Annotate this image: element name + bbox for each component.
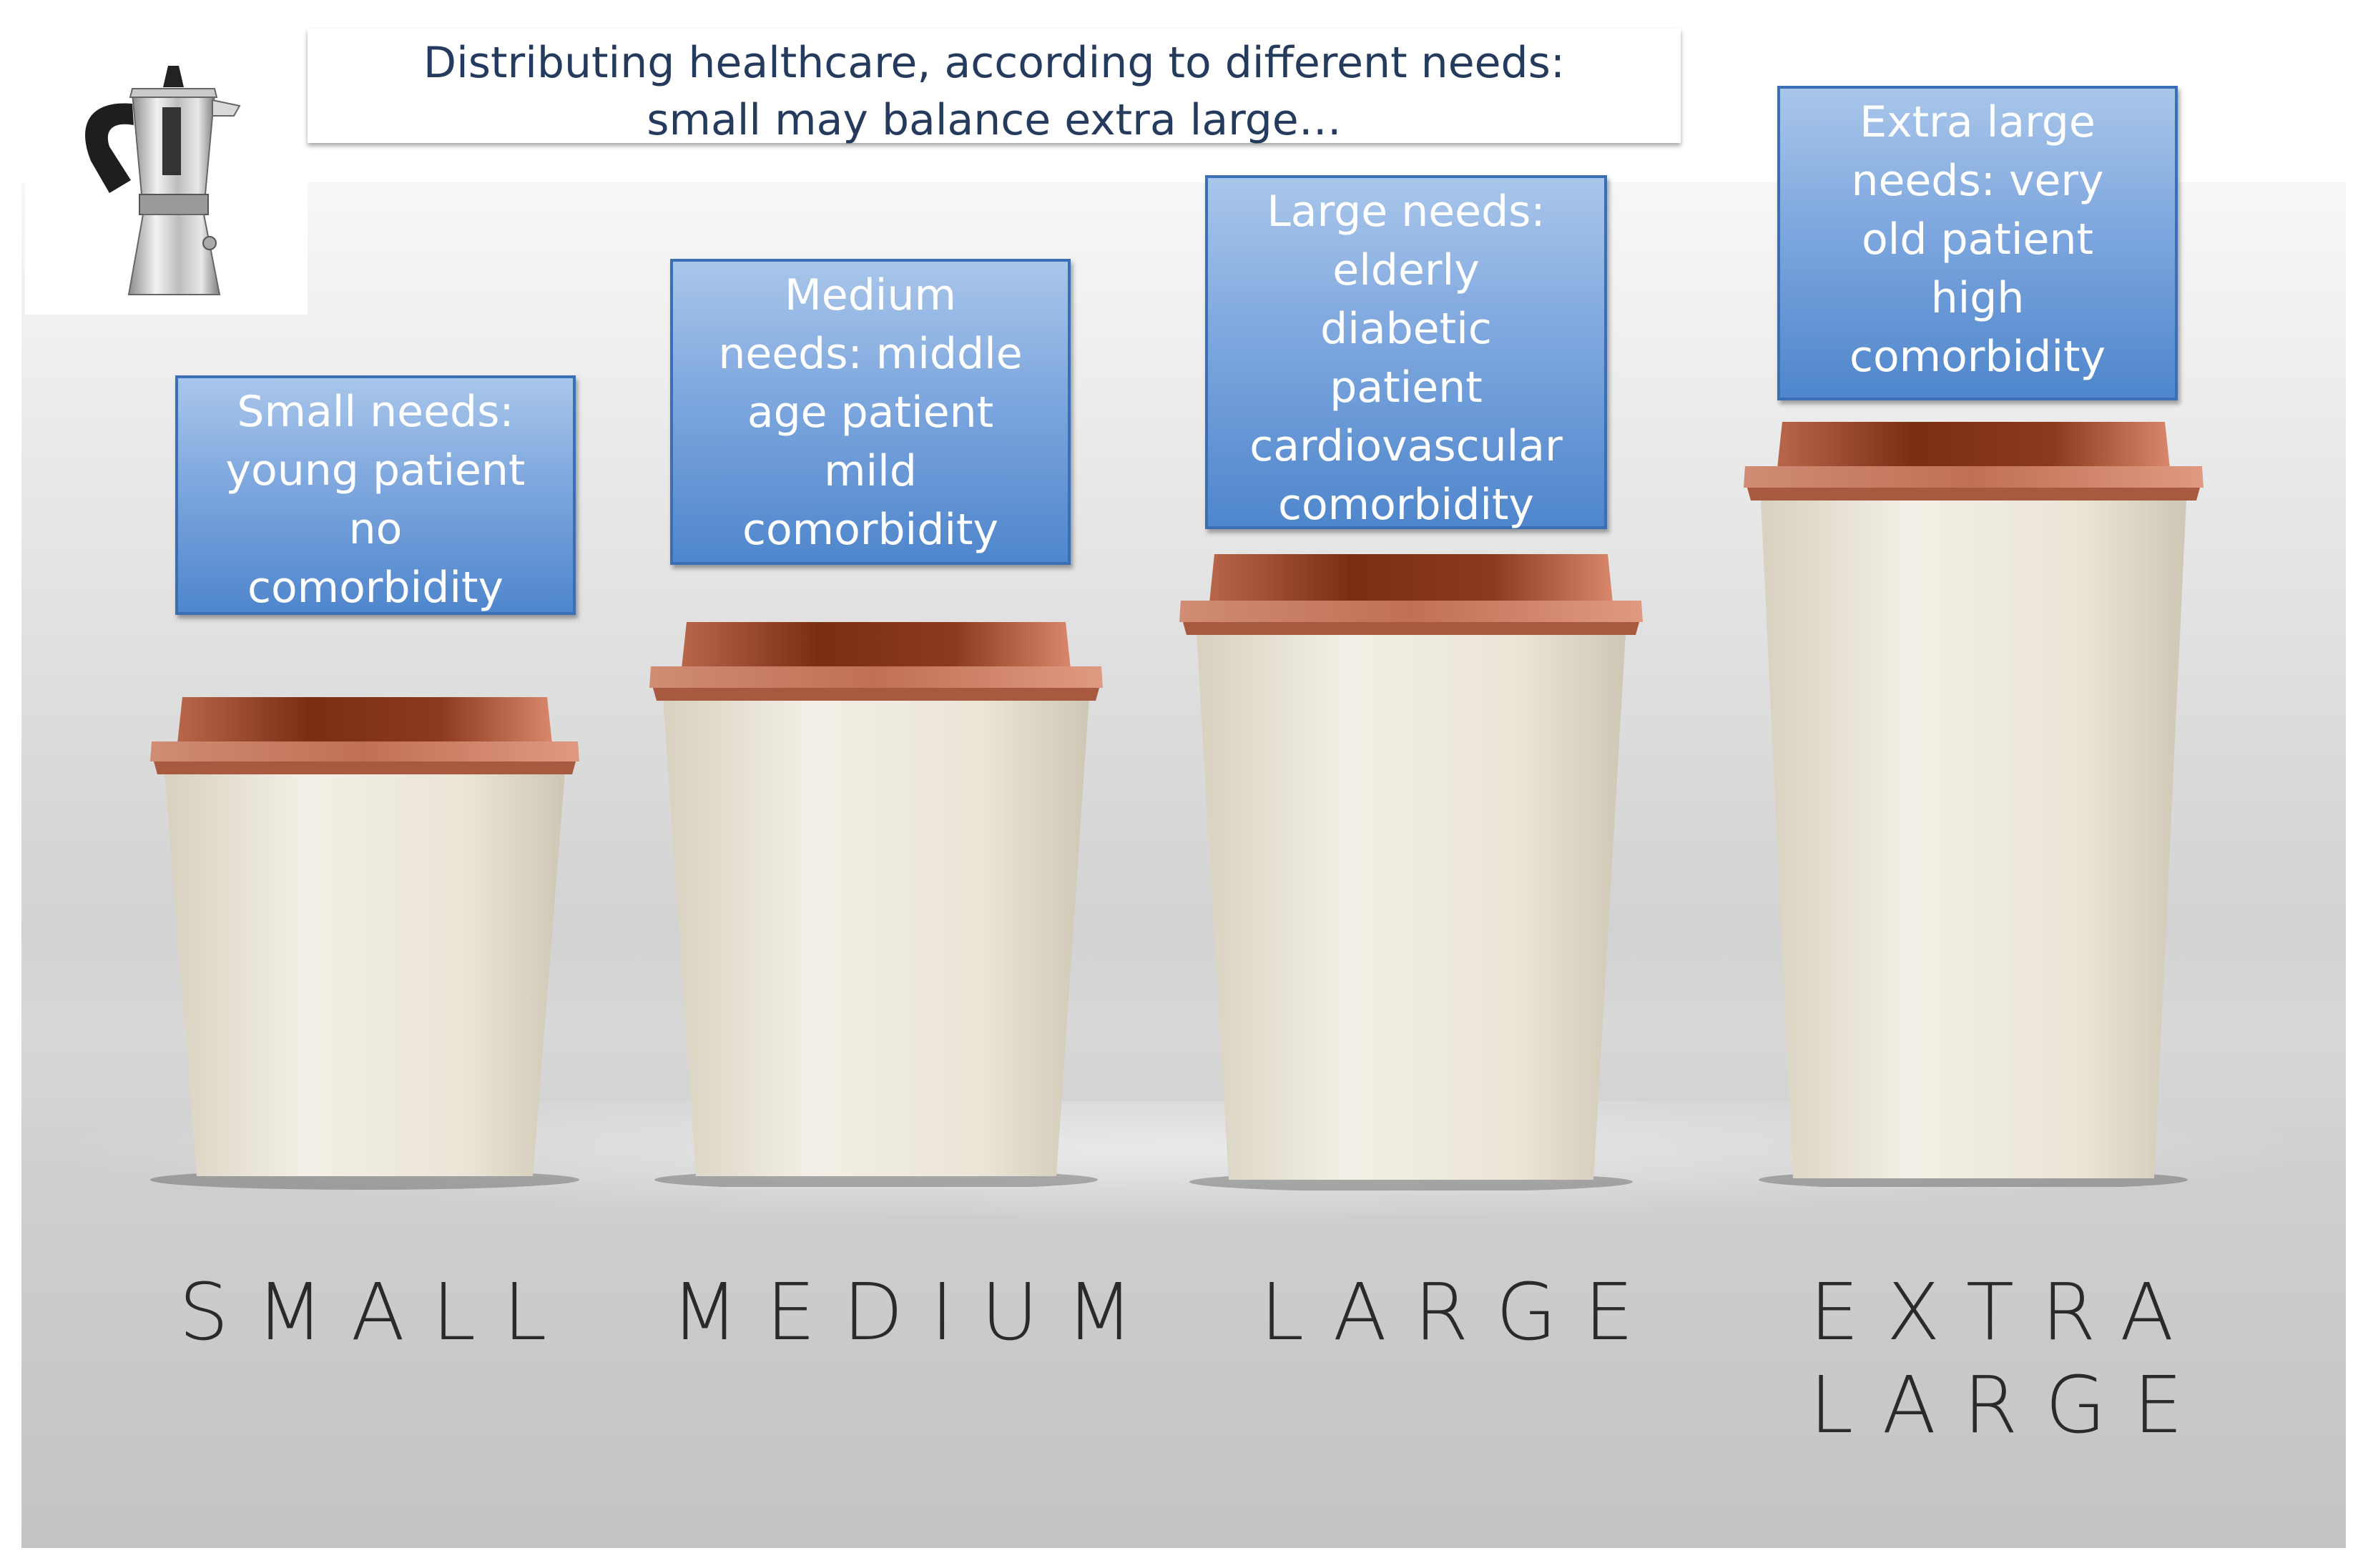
needs-xl-line-3: old patient [1861,215,2094,265]
title-box: Distributing healthcare, according to di… [308,29,1681,145]
size-small-line-1: SMALL [179,1266,574,1358]
logo-box [25,29,308,315]
needs-medium-line-2: needs: middle [718,329,1023,379]
size-medium-line-1: MEDIUM [671,1266,1161,1358]
needs-large-line-3: diabetic [1320,304,1492,354]
title-line-2: small may balance extra large… [647,95,1342,145]
cup-medium [649,622,1103,1187]
needs-box-small: Small needs: young patient no comorbidit… [175,375,576,615]
needs-large-line-1: Large needs: [1267,187,1546,237]
needs-xl-line-4: high [1930,273,2025,323]
needs-small-line-4: comorbidity [247,563,504,613]
needs-large-line-2: elderly [1332,245,1480,295]
cup-large [1179,554,1643,1190]
needs-xl-line-5: comorbidity [1849,332,2106,382]
needs-large-line-4: patient [1330,363,1483,413]
size-xl-line-1: EXTRA [1809,1266,2201,1358]
moka-pot-icon [85,66,241,295]
needs-small-line-3: no [348,504,403,554]
needs-box-large: Large needs: elderly diabetic patient ca… [1205,175,1607,530]
cup-extra-large [1744,422,2204,1187]
needs-xl-line-2: needs: very [1851,156,2104,206]
size-label-extra-large: EXTRA LARGE [1809,1266,2210,1451]
needs-small-line-1: Small needs: [237,387,514,437]
needs-medium-line-3: age patient [747,388,994,438]
needs-box-medium: Medium needs: middle age patient mild co… [670,259,1071,565]
title-line-1: Distributing healthcare, according to di… [423,38,1566,88]
size-label-small: SMALL [179,1266,574,1359]
needs-medium-line-4: mild [824,446,917,496]
size-label-large: LARGE [1260,1266,1661,1359]
needs-box-extra-large: Extra large needs: very old patient high… [1777,86,2178,400]
size-label-medium: MEDIUM [671,1266,1161,1359]
size-large-line-1: LARGE [1260,1266,1661,1358]
needs-large-line-5: cardiovascular [1249,421,1563,471]
needs-large-line-6: comorbidity [1277,480,1535,530]
size-xl-line-2: LARGE [1809,1359,2211,1451]
needs-medium-line-5: comorbidity [742,505,999,555]
needs-medium-line-1: Medium [785,270,956,320]
cup-small [150,697,579,1190]
needs-xl-line-1: Extra large [1859,97,2096,147]
needs-small-line-2: young patient [225,445,526,495]
